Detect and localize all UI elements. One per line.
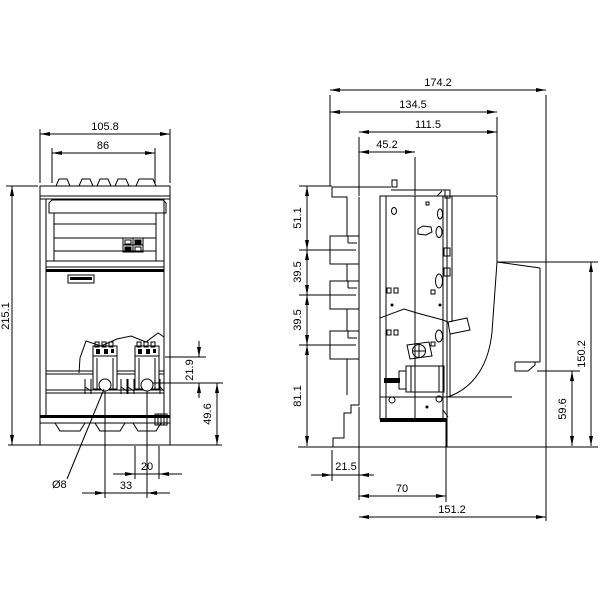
dim-depth-to-cover: 134.5 (330, 99, 498, 195)
terminal-block (134, 341, 160, 392)
dim-label-bottom-section-height: 81.1 (292, 385, 304, 406)
side-view: 174.2 134.5 111.5 45.2 51.1 39.5 (292, 77, 598, 521)
dim-terminal-offset: 21.9 (153, 341, 223, 398)
leader-line (66, 388, 105, 480)
dim-label-front-depth: 45.2 (376, 139, 397, 151)
dim-label-plate-depth: 111.5 (415, 119, 441, 131)
terminal-hole (140, 378, 154, 392)
dim-label-overall-depth: 174.2 (424, 77, 452, 89)
side-top-edge (332, 179, 497, 199)
front-separator-bar (46, 269, 164, 272)
dim-terminal-to-base: 49.6 (202, 383, 219, 445)
terminal-block (92, 341, 118, 392)
dim-base-depth: 151.2 (359, 504, 546, 519)
fuse-carrier-stripes (46, 213, 164, 268)
top-mounting-tabs (39, 178, 171, 200)
dim-label-terminal-offset: 21.9 (184, 359, 196, 380)
front-view: 105.8 86 215.1 21.9 49.6 20 (0, 121, 223, 498)
dim-label-cover-foot-height: 59.6 (557, 398, 569, 419)
clamp-hooks (84, 379, 165, 394)
dim-label-rail-offset: 21.5 (335, 461, 356, 473)
vent-grid (122, 237, 144, 253)
dim-label-hole-spacing: 33 (120, 480, 132, 492)
handle-cover (48, 199, 167, 214)
dim-label-front-tab-width: 86 (97, 140, 109, 152)
dim-side-overall-depth: 174.2 (329, 77, 547, 521)
dim-cover-height: 150.2 (497, 261, 598, 446)
dim-lug-depth: 70 (359, 420, 447, 502)
dim-label-slot-width: 20 (141, 461, 153, 473)
dim-front-overall-height: 215.1 (0, 185, 38, 445)
cutaway-outline (78, 332, 165, 374)
dim-label-lug-depth: 70 (396, 483, 408, 495)
dim-front-depth: 45.2 (359, 139, 416, 195)
dim-label-front-overall-width: 105.8 (91, 121, 119, 133)
busbar-tabs-profile (329, 187, 348, 395)
dim-rail-offset: 21.5 (311, 407, 374, 500)
nameplate-label (67, 274, 95, 284)
terminal-cover (447, 196, 541, 398)
dim-front-tab-width: 86 (51, 140, 156, 183)
side-body (298, 179, 598, 448)
din-rail-foot (332, 395, 360, 447)
dim-label-front-overall-height: 215.1 (0, 302, 12, 330)
dim-label-cover-height: 150.2 (576, 340, 588, 368)
busbar-tab-details (347, 235, 359, 360)
dim-label-mid-section-height-2: 39.5 (292, 309, 304, 330)
dim-label-base-depth: 151.2 (438, 504, 466, 516)
side-terminal-block (447, 196, 471, 396)
dim-label-top-section-height: 51.1 (292, 207, 304, 228)
dim-cover-foot-height: 59.6 (537, 370, 580, 446)
front-body (8, 178, 222, 498)
dim-label-hole-diameter: Ø8 (52, 479, 67, 491)
dim-plate-depth: 111.5 (358, 119, 497, 196)
dim-front-overall-width: 105.8 (39, 121, 171, 183)
cable-lug (380, 341, 512, 447)
terminal-hole (98, 378, 112, 392)
dim-hole-diameter: Ø8 (52, 388, 105, 491)
dim-left-height-chain: 51.1 39.5 39.5 81.1 (292, 185, 356, 446)
dim-slot-width: 20 (113, 461, 182, 476)
dim-label-mid-section-height-1: 39.5 (292, 261, 304, 282)
dim-label-terminal-to-base: 49.6 (202, 403, 214, 424)
dim-hole-spacing: 33 (82, 480, 170, 495)
dim-label-depth-to-cover: 134.5 (399, 99, 427, 111)
